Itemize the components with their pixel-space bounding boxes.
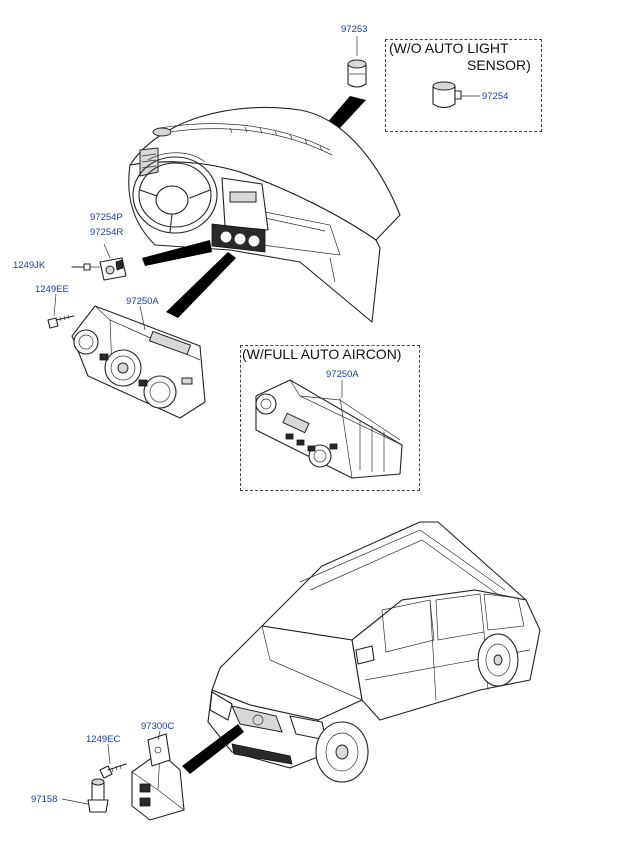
leader-97250a-main	[139, 305, 146, 331]
label-97250a-main[interactable]: 97250A	[126, 296, 159, 307]
leader-1249ec	[107, 743, 111, 765]
label-1249ec[interactable]: 1249EC	[86, 734, 121, 745]
screw-1249ec-part	[99, 763, 127, 779]
module-97300c-part	[131, 733, 185, 821]
label-1249jk[interactable]: 1249JK	[13, 260, 46, 271]
leader-97300c	[157, 730, 161, 741]
caption-without-auto-light-sensor-line2: SENSOR)	[467, 57, 531, 73]
caption-full-auto-aircon: (W/FULL AUTO AIRCON)	[242, 346, 402, 362]
label-97254[interactable]: 97254	[482, 91, 509, 102]
sensor-97253-part	[347, 59, 367, 88]
suv-vehicle	[207, 521, 541, 783]
without-auto-light-sensor-box	[385, 39, 542, 132]
screw-1249jk-part	[71, 263, 91, 271]
switch-97254p-part	[99, 257, 127, 281]
bulb-97158-part	[87, 778, 109, 813]
full-auto-aircon-box	[240, 345, 420, 491]
label-97254p[interactable]: 97254P	[90, 212, 123, 223]
caption-without-auto-light-sensor-line1: (W/O AUTO LIGHT	[389, 40, 509, 56]
screw-1249ee-part	[47, 314, 75, 329]
label-97253[interactable]: 97253	[341, 24, 368, 35]
leader-1249ee	[53, 293, 57, 317]
label-97158[interactable]: 97158	[31, 794, 58, 805]
label-97250a-auto[interactable]: 97250A	[326, 369, 359, 380]
arrow-to-switch	[142, 240, 212, 266]
arrow-to-vehicle	[182, 724, 244, 774]
dashboard-assembly	[128, 107, 401, 323]
label-97300c[interactable]: 97300C	[141, 721, 175, 732]
label-97254r[interactable]: 97254R	[90, 227, 124, 238]
arrow-to-heater-control	[166, 252, 236, 318]
leader-97158	[61, 798, 89, 805]
label-1249ee[interactable]: 1249EE	[35, 284, 69, 295]
heater-control-97250a-part	[71, 305, 206, 419]
auto-aircon-control-97250a-part	[255, 379, 403, 479]
sensor-97254-part	[432, 81, 462, 109]
leader-97254p	[103, 243, 111, 259]
